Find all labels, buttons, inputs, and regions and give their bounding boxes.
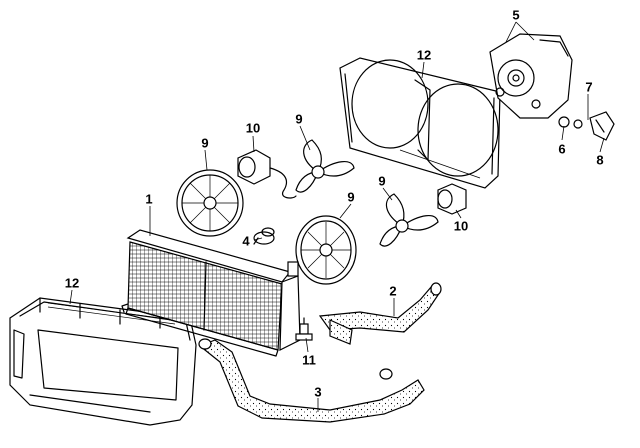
callout-6: 6: [558, 141, 566, 157]
fan-shrouded-right: [295, 215, 357, 285]
callout-10-upper-motor: 10: [245, 120, 261, 136]
thermostat-group: [558, 111, 615, 141]
fan-motor-lower: [437, 183, 467, 215]
callout-9-lower-blade: 9: [378, 173, 386, 189]
callout-8: 8: [596, 152, 604, 168]
callout-10-lower-motor: 10: [453, 218, 469, 234]
fan-shrouded-left: [176, 169, 244, 237]
radiator: [121, 229, 301, 357]
callout-1: 1: [145, 191, 153, 207]
fan-motor-upper: [237, 149, 297, 199]
callout-2: 2: [389, 283, 397, 299]
callout-9-left-fan: 9: [201, 135, 209, 151]
callout-12-front-panel: 12: [64, 275, 80, 291]
front-panel: [9, 297, 197, 426]
callout-4: 4: [242, 233, 250, 249]
fan-shroud: [339, 57, 501, 189]
lower-hose: [198, 338, 425, 423]
leader-lines: [69, 21, 605, 412]
callout-12-fan-shroud: 12: [416, 47, 432, 63]
callout-9-upper-blade: 9: [295, 111, 303, 127]
fan-switch-part: [253, 227, 275, 245]
fan-blade-lower: [379, 193, 439, 247]
upper-hose: [318, 282, 442, 345]
fan-blade-upper: [295, 139, 355, 193]
water-pump: [489, 33, 573, 119]
callout-11: 11: [302, 352, 316, 368]
callout-3: 3: [314, 384, 322, 400]
callout-9-right-fan: 9: [347, 189, 355, 205]
drain-plug: [295, 317, 313, 341]
callout-5: 5: [512, 7, 520, 23]
callout-7: 7: [585, 79, 593, 95]
